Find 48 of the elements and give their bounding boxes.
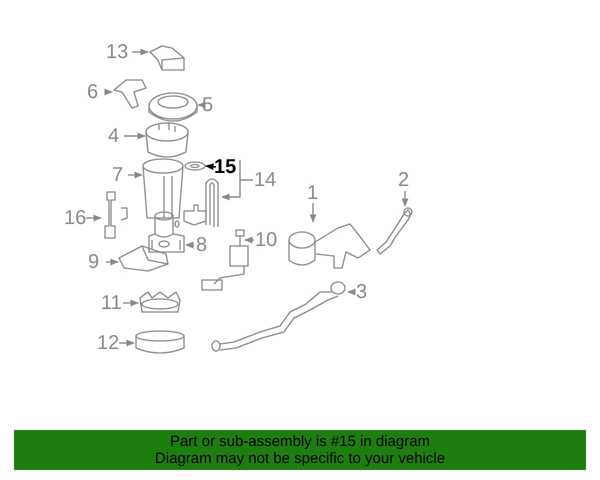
part-drawing [113,79,147,109]
callout-number: 15 [214,157,236,177]
part-drawing [118,245,169,272]
leader-line [123,300,139,306]
part-drawing [376,207,413,255]
callout-number: 12 [97,333,120,353]
callout-number: 16 [64,208,86,228]
leader-line [221,159,253,200]
callout-number: 11 [101,293,122,313]
part-drawing [149,45,185,71]
leader-line [104,88,113,96]
leader-line [119,340,135,346]
part-drawing [184,161,206,171]
callout-number: 7 [112,165,124,185]
leader-line [106,258,119,266]
part-drawing [135,330,185,354]
part-drawing [104,191,128,239]
callout-number: 8 [196,235,208,255]
leader-line [205,163,216,170]
notice-text: Diagram may not be specific to your vehicle [154,450,446,467]
leader-line [402,191,408,207]
part-drawing [142,158,184,219]
part-drawing [139,291,181,313]
leader-line [185,242,194,248]
part-drawing [145,121,189,158]
leader-line [124,132,146,140]
callout-number: 2 [398,170,410,190]
part-drawing [148,211,185,253]
notice-text: Part or sub-assembly is #15 in diagram [168,433,432,450]
leader-line [310,203,316,223]
callout-number: 9 [88,252,100,272]
callout-number: 10 [255,230,278,250]
part-drawing [148,92,198,122]
callout-number: 4 [108,126,120,146]
leader-line [244,236,254,244]
leader-line [132,48,149,56]
callout-number: 1 [307,183,318,203]
leader-line [86,214,102,222]
leader-line [128,172,143,178]
part-drawing [288,223,371,269]
part-drawing [211,281,346,352]
part-drawing [183,178,219,228]
leader-line [197,102,206,108]
callout-number: 13 [106,42,128,62]
callout-number: 14 [254,170,276,190]
callout-number: 6 [87,82,98,102]
leader-line [347,288,356,296]
callout-number: 3 [356,282,368,302]
